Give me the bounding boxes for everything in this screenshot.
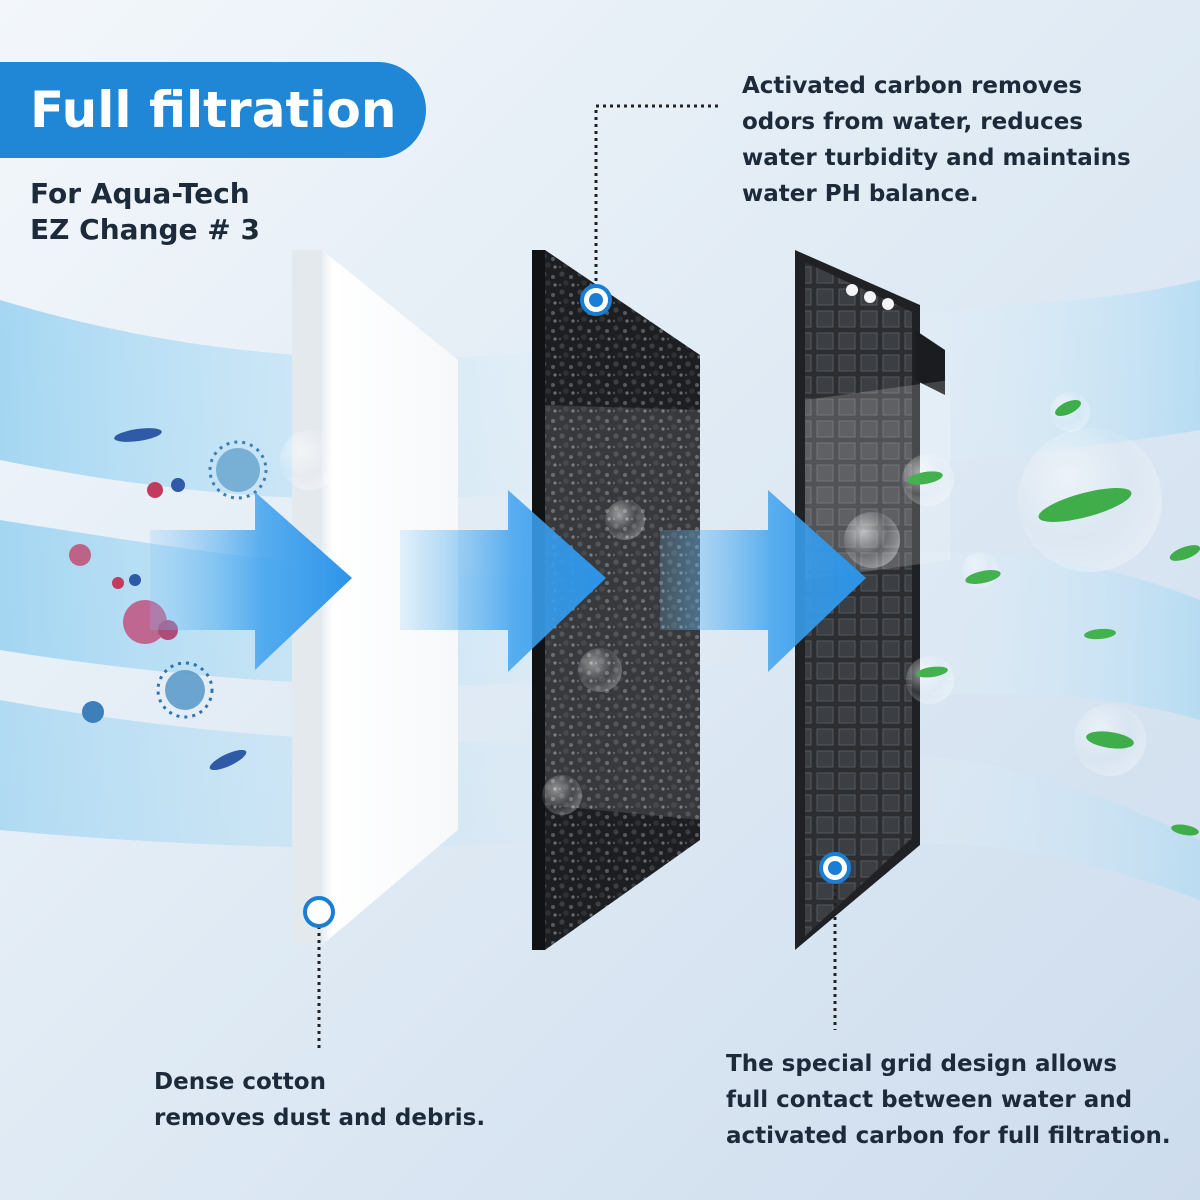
grid-filter (795, 250, 950, 950)
bacteria-icon (114, 428, 162, 442)
caption-line: Activated carbon removes (742, 73, 1083, 99)
bubble-icon (906, 656, 954, 704)
bubble-icon (605, 500, 645, 540)
leaf-icon (907, 471, 943, 485)
virus-icon (82, 701, 104, 723)
callout-marker-icon (303, 896, 335, 928)
leaf-icon (1169, 545, 1200, 561)
caption-line: odors from water, reduces (742, 109, 1084, 135)
leaf-icon (916, 666, 948, 678)
bacteria-icon (69, 544, 91, 566)
leaves (907, 399, 1200, 836)
grid-caption: The special grid design allows full cont… (726, 1046, 1196, 1154)
leaf-icon (1055, 399, 1081, 417)
contaminant-particles (69, 428, 268, 771)
caption-line: activated carbon for full filtration. (726, 1123, 1171, 1149)
callout-carbon-leader (594, 104, 718, 300)
callout-marker-icon (819, 852, 851, 884)
bacteria-icon (112, 574, 141, 589)
cotton-caption: Dense cotton removes dust and debris. (154, 1064, 514, 1136)
caption-line: full contact between water and (726, 1087, 1133, 1113)
caption-line: Dense cotton (154, 1069, 326, 1095)
title-banner (0, 62, 426, 158)
carbon-caption: Activated carbon removes odors from wate… (742, 68, 1182, 212)
flow-arrow-icon (400, 490, 606, 672)
leaf-icon (1084, 628, 1116, 640)
virus-icon (156, 661, 214, 719)
flow-arrow-icon (660, 490, 866, 672)
leaf-icon (1086, 731, 1134, 749)
carbon-filter (532, 250, 700, 950)
flow-arrow-icon (150, 492, 352, 670)
page-title: Full filtration (30, 81, 397, 139)
bubble-icon (542, 775, 582, 815)
caption-line: The special grid design allows (726, 1051, 1118, 1077)
virus-icon (208, 440, 268, 500)
bubble-icon (578, 648, 622, 692)
bacteria-icon (147, 478, 185, 498)
callout-marker-icon (580, 284, 612, 316)
leaf-icon (965, 570, 1001, 584)
bacteria-icon (209, 749, 247, 771)
subtitle-line: For Aqua-Tech (30, 177, 250, 210)
product-subtitle: For Aqua-Tech EZ Change # 3 (30, 176, 260, 248)
leaf-icon (1171, 824, 1199, 836)
caption-line: water turbidity and maintains (742, 145, 1131, 171)
caption-line: removes dust and debris. (154, 1105, 486, 1131)
subtitle-line: EZ Change # 3 (30, 213, 260, 246)
bubble-icon (844, 512, 900, 568)
leaf-icon (1038, 488, 1132, 522)
caption-line: water PH balance. (742, 181, 979, 207)
cotton-filter (292, 250, 458, 945)
bubble-icon (280, 430, 340, 490)
